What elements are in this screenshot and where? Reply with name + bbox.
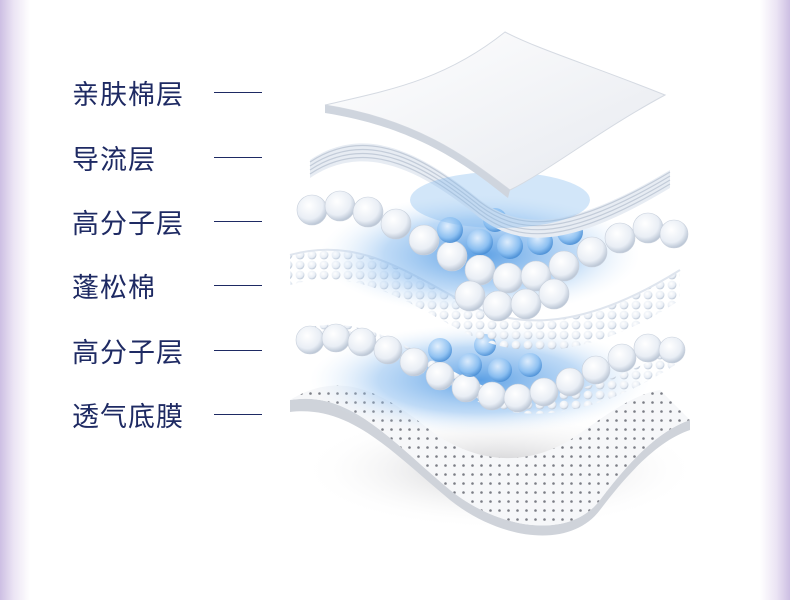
leader-line-1: [214, 91, 262, 93]
layer-label-3: 高分子层: [72, 208, 184, 240]
layer-row-1: 亲肤棉层: [72, 72, 262, 112]
layer-label-4: 蓬松棉: [72, 272, 156, 304]
leader-line-5: [214, 349, 262, 351]
right-purple-frame: [760, 0, 790, 600]
layer-stack-illustration: [289, 31, 700, 536]
flow-guide-layer: [309, 143, 671, 238]
top-sheet-layer: [324, 31, 667, 198]
layer-row-6: 透气底膜: [72, 394, 262, 434]
leader-line-2: [214, 156, 262, 158]
layer-row-4: 蓬松棉: [72, 265, 262, 305]
layer-row-2: 导流层: [72, 137, 262, 177]
left-purple-frame: [0, 0, 30, 600]
layer-row-3: 高分子层: [72, 201, 262, 241]
layer-label-list: 亲肤棉层 导流层 高分子层 蓬松棉 高分子层 透气底膜: [72, 0, 272, 600]
layer-label-2: 导流层: [72, 144, 156, 176]
layer-row-5: 高分子层: [72, 330, 262, 370]
leader-line-6: [214, 413, 262, 415]
leader-line-3: [214, 220, 262, 222]
layer-label-1: 亲肤棉层: [72, 79, 184, 111]
leader-line-4: [214, 284, 262, 286]
layer-label-5: 高分子层: [72, 337, 184, 369]
layer-label-6: 透气底膜: [72, 401, 184, 433]
lower-polymer-layer: [295, 323, 686, 435]
